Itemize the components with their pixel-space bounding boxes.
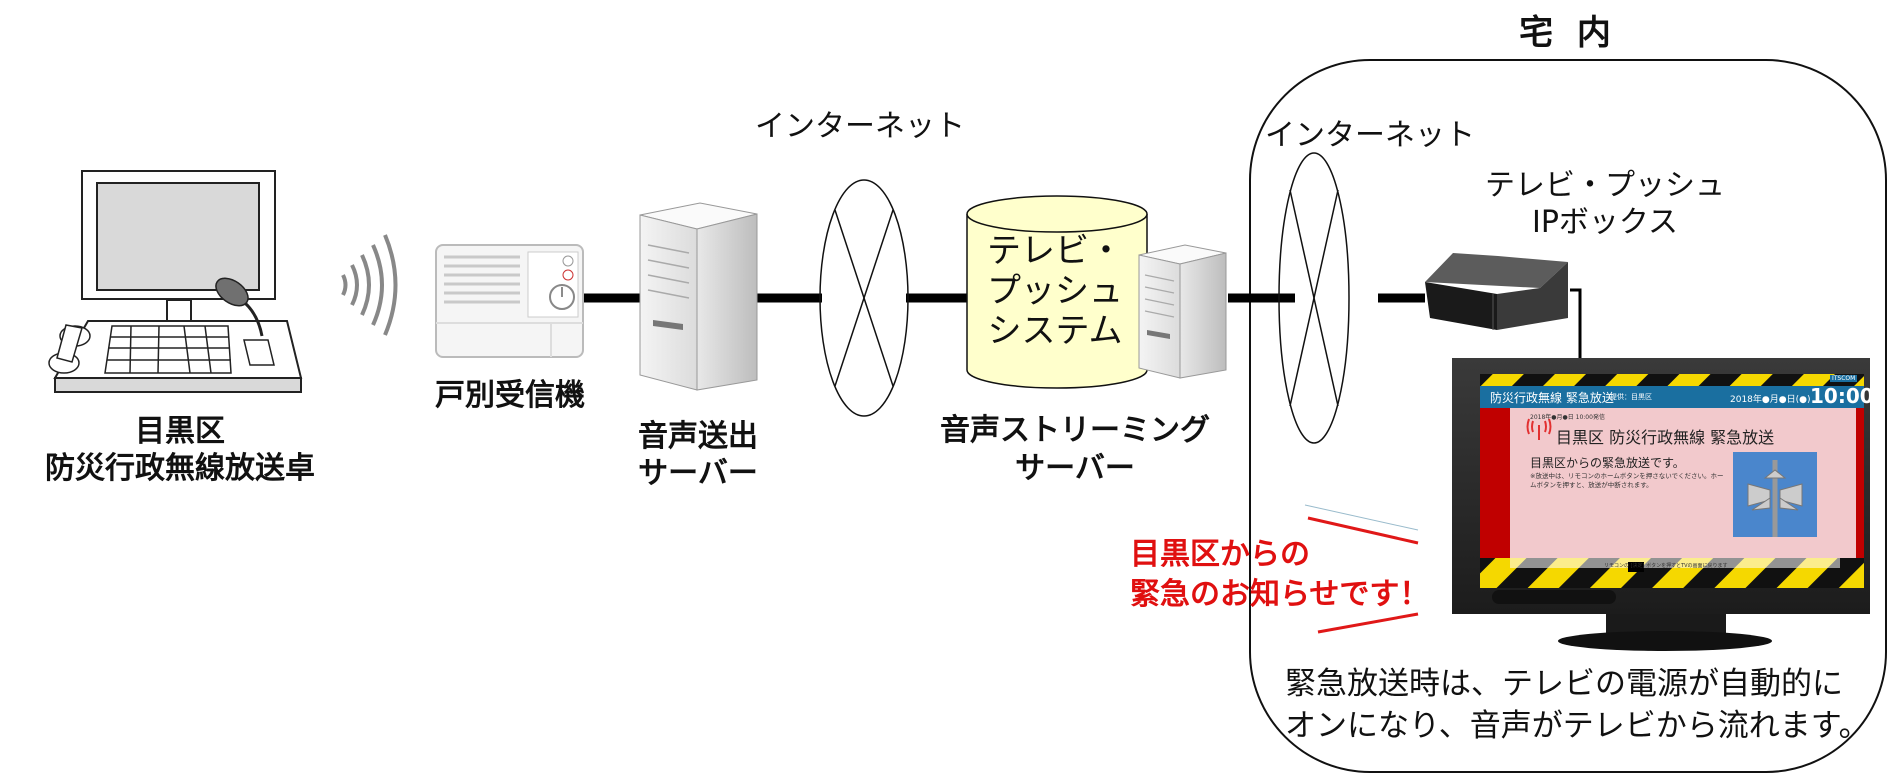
audio-server-label-line1: 音声送出 — [638, 419, 758, 454]
callout-line1: 目黒区からの — [1130, 537, 1310, 572]
streaming-server-label-line2: サーバー — [1015, 451, 1135, 486]
tv-note: ※放送中は、リモコンのホームボタンを押さないでください。ホームボタンを押すと、放… — [1530, 472, 1724, 489]
internet-cloud-icon-1 — [819, 179, 909, 417]
streaming-server-label-line1: 音声ストリーミング — [940, 413, 1210, 448]
tv-header-logo: ITSCOM — [1830, 375, 1858, 382]
ip-box-icon — [1425, 253, 1568, 330]
tv-footer-hint: リモコンの [決定] ボタンを押すとTVの画面に戻ります — [1604, 563, 1728, 569]
ip-box-label-line1: テレビ・プッシュ — [1485, 168, 1725, 203]
callout-line2: 緊急のお知らせです！ — [1130, 577, 1430, 612]
broadcast-desk-icon — [48, 170, 303, 393]
streaming-server-icon — [1138, 244, 1227, 379]
tv-push-system-cylinder — [966, 195, 1148, 389]
broadcast-desk-label-line1: 目黒区 — [135, 414, 225, 449]
home-zone-boundary — [1249, 59, 1887, 773]
tv-headline: 目黒区 防災行政無線 緊急放送 — [1556, 428, 1775, 447]
individual-receiver-icon — [435, 244, 584, 358]
tv-header-title: 防災行政無線 緊急放送 — [1490, 391, 1614, 405]
home-zone-title: 宅 内 — [1519, 13, 1617, 53]
link-ipbox-tv — [1570, 288, 1582, 358]
receiver-label: 戸別受信機 — [435, 378, 585, 413]
audio-server-icon — [639, 202, 758, 391]
internet-label-2: インターネット — [1265, 118, 1475, 153]
tv-message: 目黒区からの緊急放送です。 — [1530, 456, 1685, 470]
tv-push-system-label-line1: テレビ・ — [987, 231, 1123, 271]
internet-cloud-icon-2 — [1278, 152, 1350, 444]
description-line1: 緊急放送時は、テレビの電源が自動的に — [1285, 666, 1843, 702]
audio-server-label-line2: サーバー — [638, 456, 758, 491]
tv-header-time: 10:00 — [1810, 384, 1874, 408]
radio-waves-icon — [341, 234, 398, 336]
tv-header-provider: 提供：目黒区 — [1610, 393, 1652, 401]
ip-box-label-line2: IPボックス — [1531, 205, 1679, 240]
television-icon — [1452, 358, 1870, 651]
tv-push-system-label-line2: プッシュ — [987, 271, 1123, 311]
tv-issued-time: 2018年●月●日 10:00発信 — [1530, 414, 1605, 421]
connection-lines — [582, 288, 1582, 358]
internet-label-1: インターネット — [755, 109, 965, 144]
callout-emphasis-lines — [1304, 504, 1419, 634]
description-line2: オンになり、音声がテレビから流れます。 — [1285, 708, 1870, 744]
broadcast-desk-label-line2: 防災行政無線放送卓 — [45, 451, 315, 486]
tv-header-date: 2018年●月●日(●) — [1730, 395, 1811, 405]
tv-push-system-label-line3: システム — [987, 311, 1123, 351]
